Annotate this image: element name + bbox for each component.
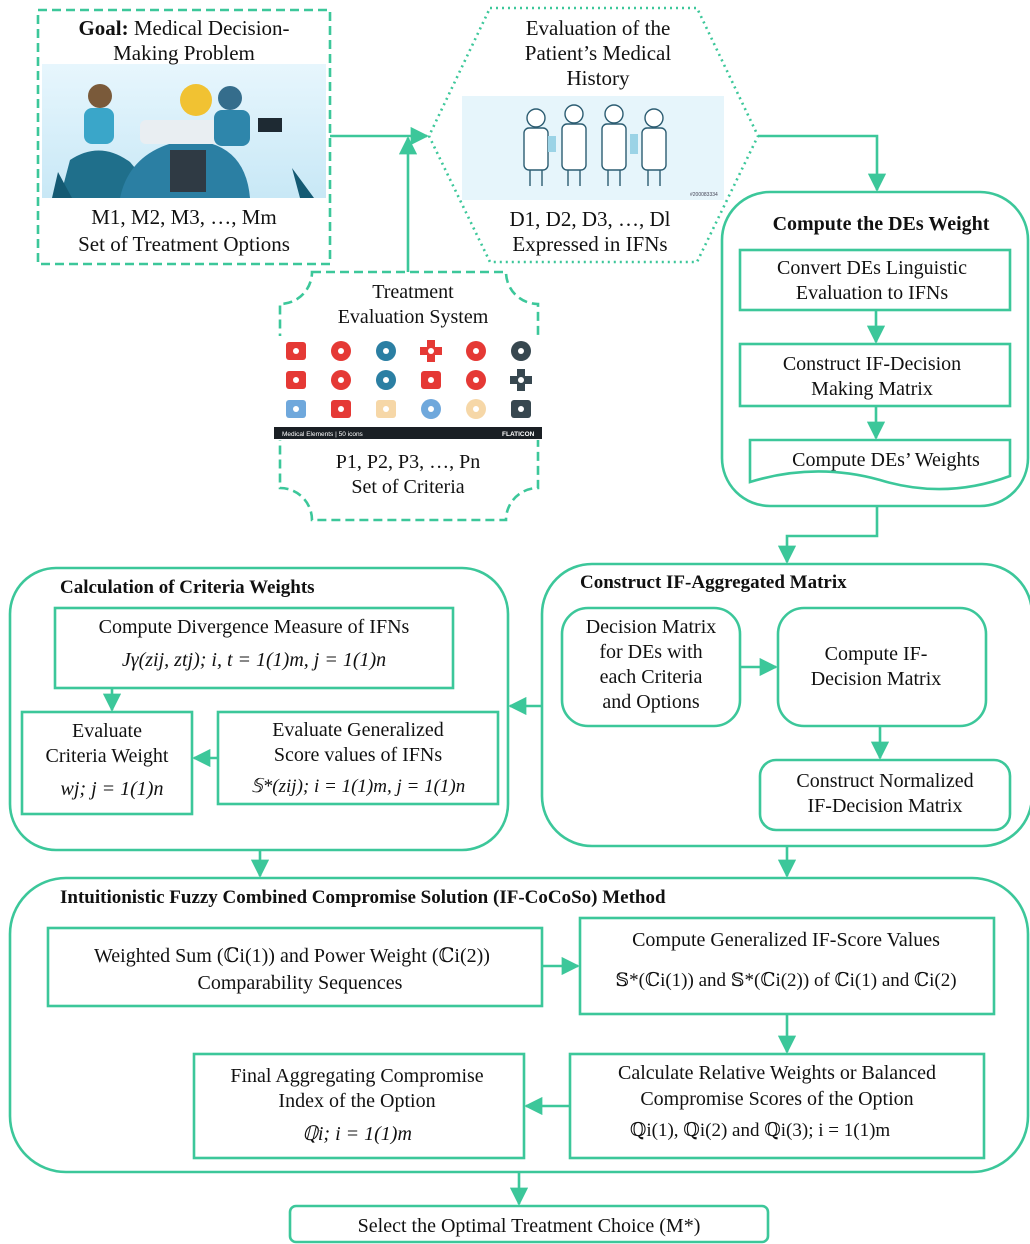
- gen-score-line1: Compute Generalized IF-Score Values: [632, 929, 940, 951]
- criteria-weights-group: [8, 566, 510, 852]
- heart-hands-icon: [331, 341, 351, 361]
- divergence-title: Compute Divergence Measure of IFNs: [99, 616, 410, 638]
- criteria-title-line2: Evaluation System: [338, 306, 489, 328]
- relative-line2: Compromise Scores of the Option: [640, 1088, 913, 1110]
- score-formula: 𝕊*(zij); i = 1(1)m, j = 1(1)n: [251, 776, 465, 797]
- des-step2-line2: Making Matrix: [811, 378, 933, 400]
- history-hexagon: [427, 6, 760, 264]
- goal-options-math: M1, M2, M3, …, Mm: [91, 205, 277, 229]
- doctors-illustration: #200083334: [462, 96, 724, 200]
- des-step1-line1: Convert DEs Linguistic: [777, 257, 967, 279]
- monitor-heart-icon: [511, 400, 531, 418]
- nurse-icon: [466, 370, 486, 390]
- criteria-title-line1: Treatment: [372, 281, 454, 303]
- evaluate-line1: Evaluate: [72, 720, 142, 742]
- compute-ifdm-line2: Decision Matrix: [811, 668, 942, 690]
- medical-icons-panel: Medical Elements | 50 icons FLATICON: [274, 336, 542, 440]
- stethoscope-icon: [511, 341, 531, 361]
- clipboard-icon: [376, 400, 396, 418]
- history-title-line2: Patient’s Medical: [525, 41, 672, 65]
- doctor-icon: [466, 399, 486, 419]
- cocoso-title: Intuitionistic Fuzzy Combined Compromise…: [60, 887, 666, 908]
- divergence-formula: Jγ(zij, ztj); i, t = 1(1)m, j = 1(1)n: [122, 649, 386, 671]
- arrow-history-to-desweight: [758, 134, 887, 192]
- score-line2: Score values of IFNs: [274, 744, 443, 766]
- pills-icon: [376, 370, 396, 390]
- normalized-line2: IF-Decision Matrix: [808, 795, 963, 817]
- goal-options-label: Set of Treatment Options: [78, 232, 290, 256]
- compute-ifdm-box: [776, 606, 988, 728]
- goal-title: Goal: Medical Decision-: [78, 16, 289, 40]
- weighted-line1: Weighted Sum (ℂi(1)) and Power Weight (ℂ…: [94, 945, 490, 967]
- des-weight-title: Compute the DEs Weight: [773, 213, 990, 235]
- criteria-weights-title: Calculation of Criteria Weights: [60, 577, 315, 598]
- weighted-line2: Comparability Sequences: [198, 972, 403, 994]
- des-step3-box: [748, 438, 1012, 491]
- history-experts-math: D1, D2, D3, …, Dl: [510, 207, 671, 231]
- medical-bag-icon: [421, 371, 441, 389]
- evaluate-line2: Criteria Weight: [46, 745, 169, 767]
- evaluate-weight-box: [20, 710, 194, 816]
- evaluate-formula: wj; j = 1(1)n: [61, 778, 164, 800]
- doctors-image-stamp: #200083334: [690, 192, 718, 198]
- compute-ifdm-line1: Compute IF-: [825, 643, 928, 665]
- location-pin-icon: [466, 341, 486, 361]
- decision-line3: each Criteria: [600, 666, 703, 688]
- history-experts-label: Expressed in IFNs: [512, 232, 667, 256]
- normalized-box: [758, 758, 1012, 832]
- decision-line2: for DEs with: [599, 641, 702, 663]
- criteria-math: P1, P2, P3, …, Pn: [336, 451, 481, 473]
- score-line1: Evaluate Generalized: [272, 719, 444, 741]
- final-line2: Index of the Option: [278, 1090, 435, 1112]
- syringe-icon: [421, 399, 441, 419]
- icons-caption: Medical Elements | 50 icons: [282, 431, 364, 438]
- drops-icon: [376, 341, 396, 361]
- medical-cross-icon: [286, 371, 306, 389]
- result-label: Select the Optimal Treatment Choice (M*): [358, 1215, 701, 1237]
- aggregated-title: Construct IF-Aggregated Matrix: [580, 572, 847, 593]
- ambulance-icon: [331, 400, 351, 418]
- goal-box: [36, 8, 332, 266]
- arrow-desweight-to-aggregated: [777, 506, 879, 564]
- des-step1-line2: Evaluation to IFNs: [796, 282, 948, 304]
- cross-icon: [510, 369, 532, 391]
- goal-title-line2: Making Problem: [113, 41, 255, 65]
- goal-title-rest: Medical Decision-: [134, 16, 290, 40]
- relative-line1: Calculate Relative Weights or Balanced: [618, 1062, 936, 1084]
- surgery-illustration: [42, 64, 326, 198]
- weighted-sum-box: [46, 926, 544, 1008]
- hospital-icon: [286, 400, 306, 418]
- final-index-box: [192, 1052, 526, 1160]
- decision-line4: and Options: [602, 691, 699, 713]
- magnifier-icon: [331, 370, 351, 390]
- decision-line1: Decision Matrix: [586, 616, 717, 638]
- criteria-label: Set of Criteria: [351, 476, 464, 498]
- first-aid-kit-icon: [420, 340, 442, 362]
- des-step2-line1: Construct IF-Decision: [783, 353, 961, 375]
- des-step3-label: Compute DEs’ Weights: [792, 449, 980, 471]
- gen-score-line2: 𝕊*(ℂi(1)) and 𝕊*(ℂi(2)) of ℂi(1) and ℂi(…: [615, 970, 956, 991]
- criteria-box: [278, 270, 540, 522]
- des-weight-group: [720, 190, 1030, 508]
- final-line3: ℚi; i = 1(1)m: [302, 1123, 412, 1145]
- final-line1: Final Aggregating Compromise: [230, 1065, 483, 1087]
- relative-line3: ℚi(1), ℚi(2) and ℚi(3); i = 1(1)m: [630, 1120, 891, 1141]
- history-title-line1: Evaluation of the: [526, 16, 671, 40]
- normalized-line1: Construct Normalized: [796, 770, 973, 792]
- goal-title-bold: Goal:: [78, 16, 128, 40]
- history-title-line3: History: [567, 66, 631, 90]
- heartbeat-icon: [286, 342, 306, 360]
- icons-brand: FLATICON: [502, 431, 535, 438]
- result-box: [288, 1204, 770, 1244]
- divergence-box: [53, 606, 455, 690]
